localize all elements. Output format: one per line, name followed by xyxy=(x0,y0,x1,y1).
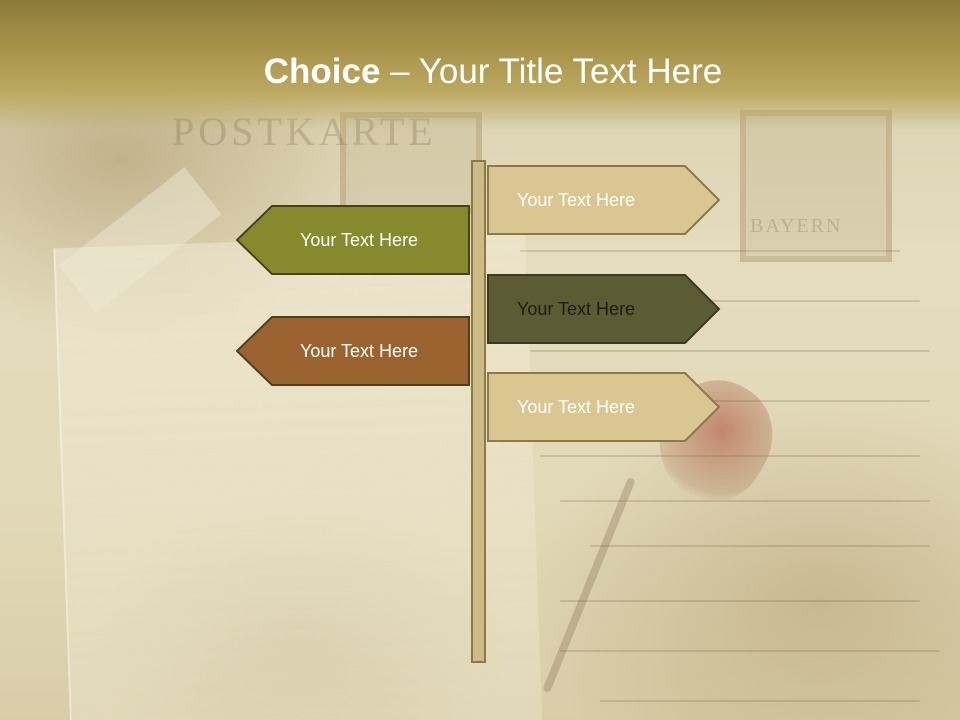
right-arrow-shape xyxy=(487,165,721,235)
title-bold-part: Choice xyxy=(263,52,381,91)
right-sign-1-label: Your Text Here xyxy=(517,189,636,210)
right-arrow-shape xyxy=(487,274,721,344)
stamp-text-watermark: BAYERN xyxy=(750,215,843,237)
handwriting-stroke xyxy=(530,350,930,352)
left-sign-1[interactable]: Your Text Here xyxy=(236,205,471,275)
right-sign-3-label: Your Text Here xyxy=(517,396,636,417)
right-sign-2-label: Your Text Here xyxy=(517,298,636,319)
left-sign-2[interactable]: Your Text Here xyxy=(236,316,471,386)
handwriting-stroke xyxy=(560,500,930,502)
right-sign-3[interactable]: Your Text Here xyxy=(487,372,721,442)
handwriting-stroke xyxy=(600,700,920,702)
signpost-pole[interactable] xyxy=(471,160,486,663)
torn-paper-sheet xyxy=(53,231,543,720)
stamp-image xyxy=(740,110,892,262)
right-sign-1[interactable]: Your Text Here xyxy=(487,165,721,235)
title-bar xyxy=(0,0,960,130)
slide-title[interactable]: Choice – Your Title Text Here xyxy=(0,52,960,92)
handwriting-stroke xyxy=(560,300,920,302)
title-regular-part: – Your Title Text Here xyxy=(380,52,723,91)
left-sign-1-label: Your Text Here xyxy=(300,229,419,250)
handwriting-stroke xyxy=(520,250,900,252)
handwriting-stroke xyxy=(560,650,940,652)
right-sign-2[interactable]: Your Text Here xyxy=(487,274,721,344)
handwriting-stroke xyxy=(560,600,920,602)
right-arrow-shape xyxy=(487,372,721,442)
left-arrow-shape xyxy=(236,205,470,275)
left-sign-2-label: Your Text Here xyxy=(300,340,419,361)
handwriting-stroke xyxy=(590,545,930,547)
left-arrow-shape xyxy=(236,316,470,386)
handwriting-stroke xyxy=(600,400,930,402)
